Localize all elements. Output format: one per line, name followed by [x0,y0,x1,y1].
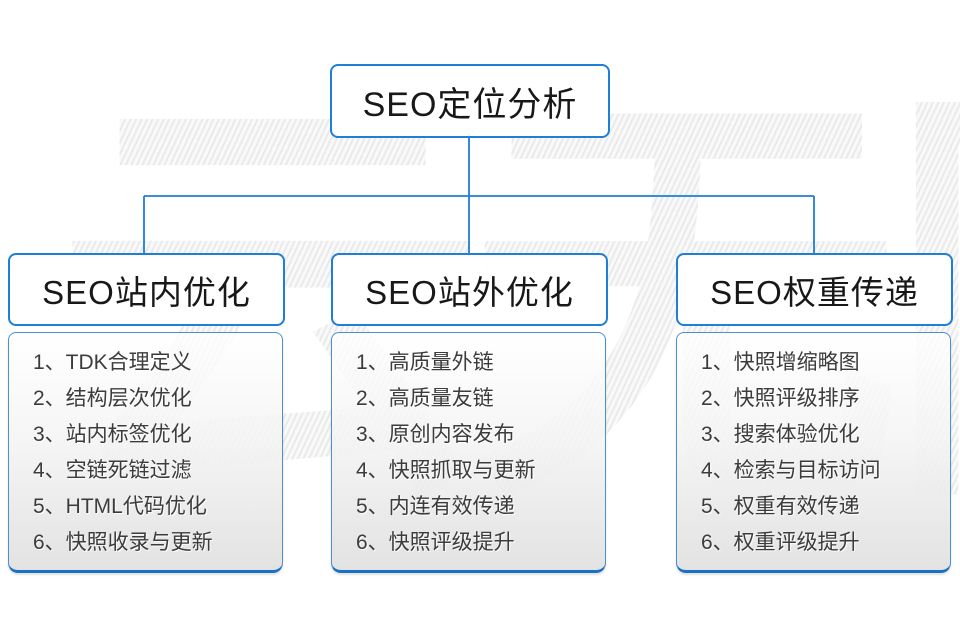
list-item: 1、快照增缩略图 [701,351,860,374]
list-item: 2、结构层次优化 [33,387,192,410]
branch-list-weight-transfer: 1、快照增缩略图 2、快照评级排序 3、搜索体验优化 4、检索与目标访问 5、权… [676,332,951,573]
list-item: 2、快照评级排序 [701,387,860,410]
list-item: 5、内连有效传递 [356,495,515,518]
list-item: 3、搜索体验优化 [701,423,860,446]
list-item: 3、原创内容发布 [356,423,515,446]
list-item: 5、HTML代码优化 [33,495,207,518]
list-item: 6、快照收录与更新 [33,531,213,554]
branch-node-onsite: SEO站内优化 [8,253,285,326]
list-item: 4、检索与目标访问 [701,459,881,482]
branch-node-label: SEO权重传递 [710,273,919,311]
branch-list-offsite: 1、高质量外链 2、高质量友链 3、原创内容发布 4、快照抓取与更新 5、内连有… [331,332,606,573]
root-node-seo-positioning: SEO定位分析 [330,64,610,138]
list-item: 5、权重有效传递 [701,495,860,518]
list-item: 6、权重评级提升 [701,531,860,554]
list-item: 3、站内标签优化 [33,423,192,446]
list-item: 4、快照抓取与更新 [356,459,536,482]
list-item: 6、快照评级提升 [356,531,515,554]
branch-node-label: SEO站外优化 [365,273,574,311]
branch-list-onsite: 1、TDK合理定义 2、结构层次优化 3、站内标签优化 4、空链死链过滤 5、H… [8,332,283,573]
branch-node-label: SEO站内优化 [42,273,251,311]
list-item: 1、高质量外链 [356,351,494,374]
list-item: 1、TDK合理定义 [33,351,192,374]
branch-node-weight-transfer: SEO权重传递 [676,253,953,326]
list-item: 4、空链死链过滤 [33,459,192,482]
list-item: 2、高质量友链 [356,387,494,410]
branch-node-offsite: SEO站外优化 [331,253,608,326]
root-node-label: SEO定位分析 [362,85,578,124]
